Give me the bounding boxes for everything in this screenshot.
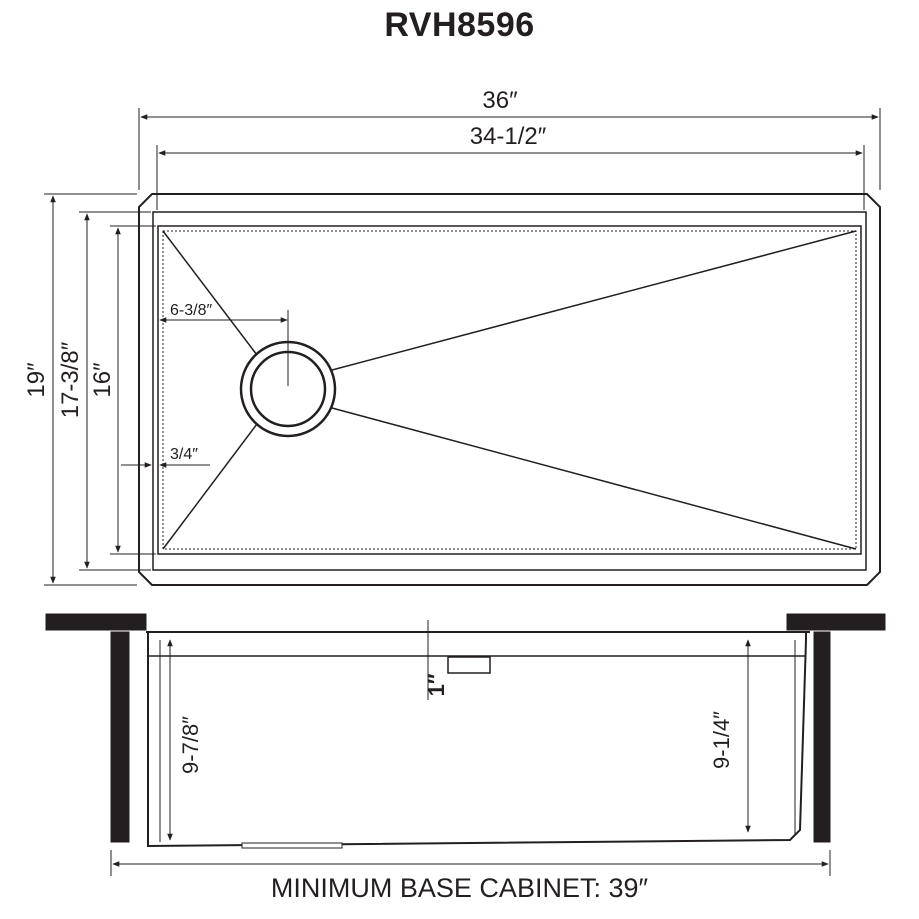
side-view xyxy=(45,613,886,876)
dim-label-inner-width: 34-1/2″ xyxy=(470,123,547,150)
countertop-right xyxy=(786,613,886,631)
slope-line xyxy=(331,230,857,371)
bowl-bottom xyxy=(157,225,862,555)
dim-label-overall-depth: 19″ xyxy=(23,362,50,398)
dim-label-ledge-offset: 3/4″ xyxy=(170,446,198,463)
drain-fitting xyxy=(241,842,343,849)
cabinet-wall-right xyxy=(813,631,831,843)
dim-label-bowl-height-right: 9-1/4″ xyxy=(709,711,734,769)
dim-label-overall-width: 36″ xyxy=(482,87,518,114)
minimum-cabinet-label: MINIMUM BASE CABINET: 39″ xyxy=(270,873,649,903)
model-title: RVH8596 xyxy=(384,6,535,44)
dim-label-bowl-height-left: 9-7/8″ xyxy=(178,716,203,774)
sink-outer-outline xyxy=(138,193,881,586)
slope-line xyxy=(162,230,258,356)
bowl-bottom-inner xyxy=(162,230,857,550)
slope-line xyxy=(331,407,857,550)
ledge-bracket xyxy=(447,656,491,674)
sink-rim xyxy=(152,211,867,571)
top-view xyxy=(44,108,881,586)
slope-line xyxy=(162,423,258,550)
dim-label-ledge-height: 1″ xyxy=(424,673,449,696)
cabinet-wall-left xyxy=(110,631,130,843)
dim-label-bowl-depth: 16″ xyxy=(89,362,116,398)
dim-label-drain-offset: 6-3/8″ xyxy=(170,302,212,319)
countertop-left xyxy=(45,613,147,631)
dim-label-flange-depth: 17-3/8″ xyxy=(57,341,84,418)
